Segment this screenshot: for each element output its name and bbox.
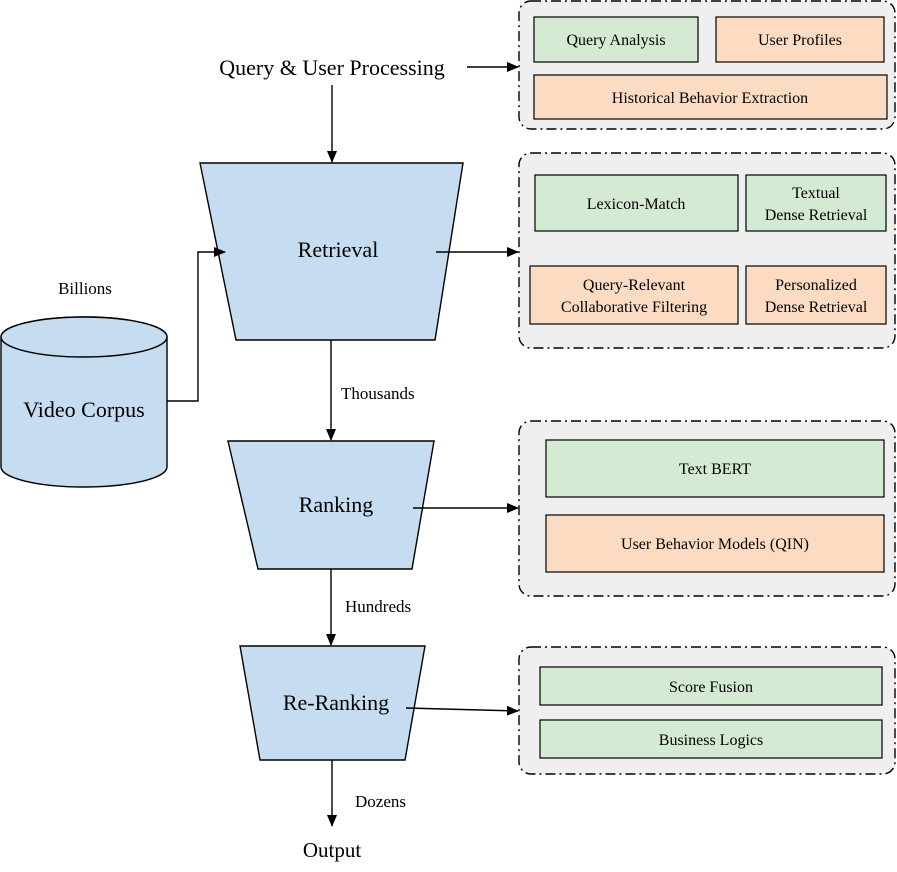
score-fusion-label: Score Fusion [669, 679, 753, 696]
score-fusion-box [539, 666, 883, 706]
business-logics-box [539, 719, 883, 759]
query-analysis-label: Query Analysis [566, 32, 665, 49]
output-label: Output [303, 838, 362, 862]
text-bert-box [545, 439, 885, 498]
user-profiles-label: User Profiles [758, 32, 842, 49]
user-profiles-box [715, 16, 885, 63]
query-analysis-box [533, 16, 699, 63]
query-relevant-cf-label-1: Query-Relevant [583, 277, 686, 294]
personalized-dense-label-2: Dense Retrieval [765, 299, 868, 316]
historical-behavior-label: Historical Behavior Extraction [612, 90, 808, 107]
business-logics-label: Business Logics [659, 732, 763, 749]
retrieval-panel: Lexicon-Match Textual Dense Retrieval Qu… [518, 152, 896, 349]
ranking-funnel [227, 440, 435, 570]
query-relevant-cf-label-2: Collaborative Filtering [561, 299, 707, 316]
reranking-label: Re-Ranking [283, 690, 389, 715]
thousands-label: Thousands [341, 384, 415, 403]
query-user-panel: Query Analysis User Profiles Historical … [518, 0, 896, 130]
hundreds-label: Hundreds [345, 597, 411, 616]
personalized-dense-label-1: Personalized [775, 277, 857, 294]
textual-dense-label-2: Dense Retrieval [765, 207, 868, 224]
ranking-panel: Text BERT User Behavior Models (QIN) [518, 420, 896, 597]
textual-dense-retrieval-box [745, 174, 887, 232]
arrow-to-reranking-panel [405, 705, 519, 716]
text-bert-label: Text BERT [679, 461, 751, 478]
personalized-dense-retrieval-box [745, 265, 887, 325]
lexicon-match-box [534, 174, 739, 232]
user-behavior-models-box [545, 514, 885, 573]
billions-label: Billions [58, 279, 112, 298]
dozens-label: Dozens [355, 792, 406, 811]
video-corpus-label: Video Corpus [23, 397, 145, 422]
retrieval-funnel [199, 162, 464, 341]
reranking-panel: Score Fusion Business Logics [518, 646, 896, 775]
lexicon-match-label: Lexicon-Match [587, 196, 686, 213]
textual-dense-label-1: Textual [792, 185, 840, 202]
query-relevant-cf-box [529, 265, 739, 325]
arrow-corpus-to-retrieval [167, 247, 226, 402]
reranking-funnel [239, 645, 426, 761]
video-corpus-cylinder [0, 316, 168, 488]
historical-behavior-box [533, 74, 888, 120]
query-user-processing-label: Query & User Processing [219, 55, 444, 80]
user-behavior-models-label: User Behavior Models (QIN) [621, 536, 809, 553]
retrieval-label: Retrieval [298, 237, 379, 262]
ranking-label: Ranking [299, 492, 374, 517]
